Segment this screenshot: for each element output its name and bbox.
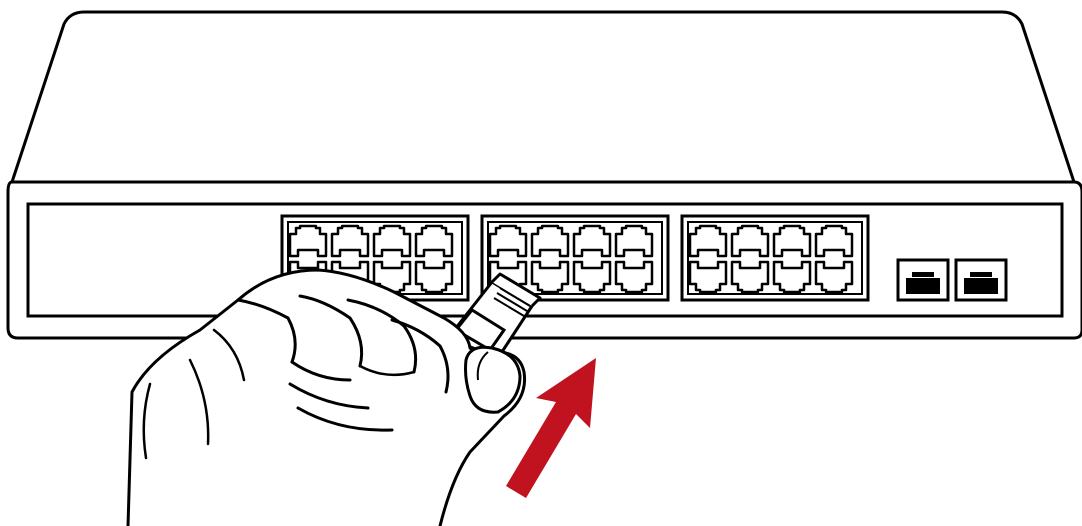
rj45-group-3-inner-frame: [687, 221, 863, 295]
rj45-port: [572, 260, 612, 294]
rj45-port: [288, 224, 328, 258]
rj45-port: [330, 224, 370, 258]
rj45-port: [772, 224, 812, 258]
rj45-port: [614, 224, 654, 258]
rj45-port: [372, 224, 412, 258]
rj45-port: [772, 260, 812, 294]
rj45-port: [414, 260, 454, 294]
rj45-port: [730, 224, 770, 258]
rj45-port: [614, 260, 654, 294]
hand-with-cable: [126, 268, 542, 526]
rj45-port: [530, 260, 570, 294]
sfp-port-slot: [906, 278, 940, 294]
insert-direction-arrow: [506, 358, 596, 498]
rj45-port: [814, 260, 854, 294]
switch-top-panel: [10, 10, 1076, 184]
rj45-group-2-inner-frame: [487, 221, 663, 295]
rj45-port: [414, 224, 454, 258]
sfp-port-lip: [970, 272, 992, 277]
rj45-port: [572, 224, 612, 258]
switch-front-panel: [26, 202, 1064, 318]
rj45-port-groups: [280, 214, 870, 302]
rj45-port: [730, 260, 770, 294]
sfp-port-slot: [964, 278, 998, 294]
rj45-port: [530, 224, 570, 258]
rj45-port: [814, 224, 854, 258]
hand-thumb: [464, 345, 522, 414]
rj45-port: [688, 260, 728, 294]
sfp-port-lip: [912, 272, 934, 277]
rj45-port: [688, 224, 728, 258]
sfp-ports: [896, 258, 1008, 302]
rj45-port: [488, 224, 528, 258]
rj45-plug: [446, 272, 542, 360]
